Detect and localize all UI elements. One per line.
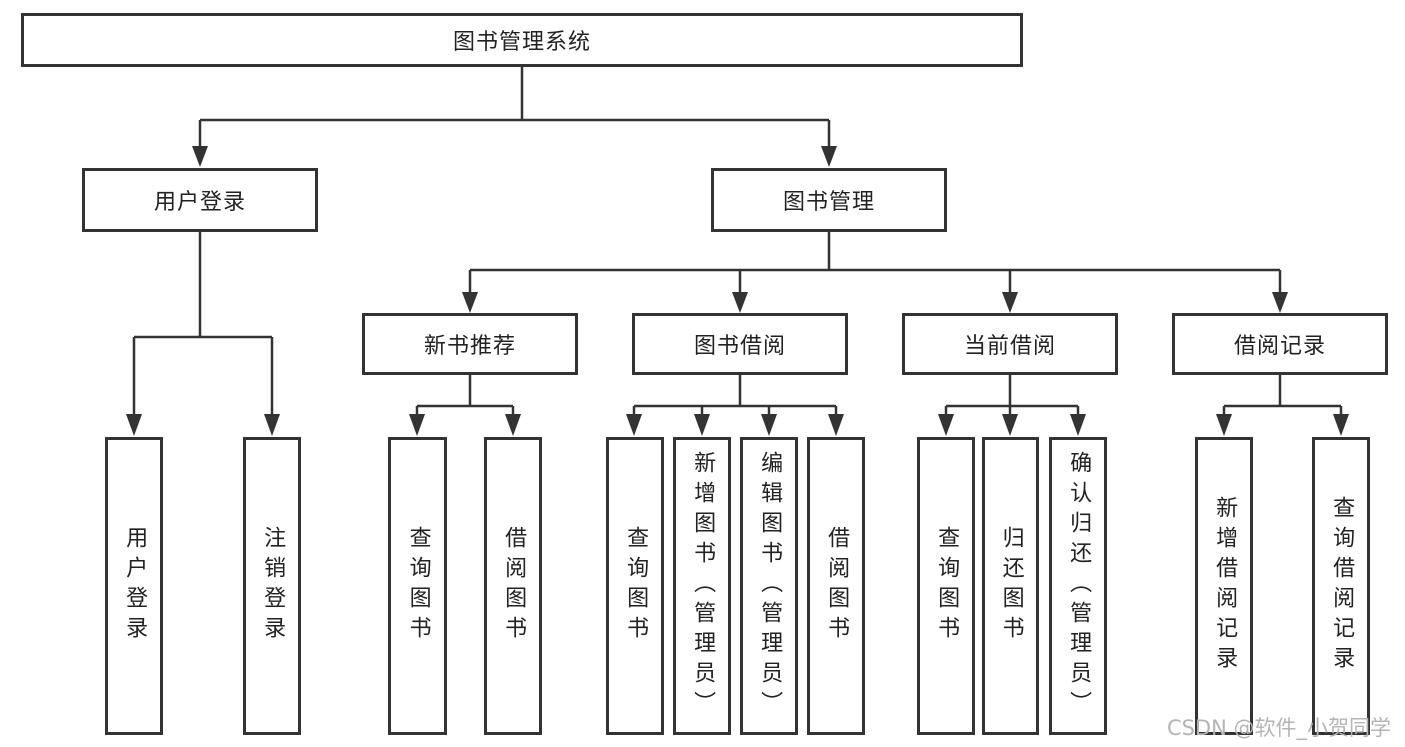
- leaf-label: 查询借阅记录: [1329, 496, 1355, 676]
- bus-line: [1222, 375, 1343, 416]
- node-new-book-recommend: 新书推荐: [362, 313, 578, 375]
- node-root-system: 图书管理系统: [21, 13, 1023, 67]
- leaf-br-query-record: 查询借阅记录: [1312, 437, 1370, 735]
- leaf-label: 查询图书: [405, 526, 431, 646]
- arrowhead: [1070, 414, 1086, 436]
- node-current-borrow: 当前借阅: [902, 313, 1118, 375]
- arrowhead: [192, 146, 208, 167]
- bus-line: [468, 232, 1282, 293]
- arrowhead: [1002, 292, 1018, 313]
- arrowhead: [1333, 414, 1349, 436]
- leaf-label: 查询图书: [934, 526, 960, 646]
- leaf-cb-return-books: 归还图书: [982, 437, 1039, 735]
- arrowhead: [821, 146, 837, 167]
- node-borrow-records: 借阅记录: [1172, 313, 1388, 375]
- bus-line: [415, 375, 515, 416]
- arrowhead: [732, 292, 748, 313]
- arrowhead: [264, 414, 280, 436]
- node-book-management: 图书管理: [711, 168, 947, 232]
- leaf-label: 借阅图书: [824, 526, 850, 646]
- leaf-label: 借阅图书: [501, 526, 527, 646]
- connector-borrow-records-children: [1216, 375, 1349, 436]
- arrowhead: [1216, 414, 1232, 436]
- arrowhead: [505, 414, 521, 436]
- connector-root-to-level2: [192, 67, 837, 167]
- leaf-label: 注销登录: [260, 526, 286, 646]
- node-user-login: 用户登录: [82, 168, 318, 232]
- leaf-cb-confirm-return-admin: 确认归还（管理员）: [1049, 437, 1107, 735]
- arrowhead: [409, 414, 425, 436]
- bus-line: [944, 375, 1080, 416]
- leaf-bb-query-books: 查询图书: [606, 437, 664, 735]
- arrowhead: [828, 414, 844, 436]
- connector-current-borrow-children: [938, 375, 1086, 436]
- leaf-bb-edit-books-admin: 编辑图书（管理员）: [740, 437, 798, 735]
- csdn-watermark: CSDN @软件_小贺同学: [1166, 716, 1391, 740]
- connector-new-book-children: [409, 375, 521, 436]
- node-book-borrow: 图书借阅: [632, 313, 848, 375]
- leaf-label: 新增图书（管理员）: [690, 451, 716, 721]
- leaf-nb-query-books: 查询图书: [388, 437, 447, 735]
- leaf-logout: 注销登录: [243, 437, 301, 735]
- leaf-label: 用户登录: [122, 526, 148, 646]
- arrowhead: [694, 414, 710, 436]
- leaf-user-login: 用户登录: [105, 437, 163, 735]
- leaf-label: 确认归还（管理员）: [1066, 451, 1092, 721]
- arrowhead: [126, 414, 142, 436]
- leaf-bb-add-books-admin: 新增图书（管理员）: [673, 437, 731, 735]
- leaf-nb-borrow-books: 借阅图书: [484, 437, 542, 735]
- connector-user-login-children: [126, 232, 280, 436]
- connector-book-borrow-children: [626, 375, 844, 436]
- leaf-cb-query-books: 查询图书: [917, 437, 975, 735]
- bus-line: [198, 67, 831, 148]
- arrowhead: [938, 414, 954, 436]
- arrowhead: [626, 414, 642, 436]
- leaf-bb-borrow-books: 借阅图书: [807, 437, 865, 735]
- bus-line: [132, 232, 274, 416]
- arrowhead: [462, 292, 478, 313]
- arrowhead: [1272, 292, 1288, 313]
- leaf-label: 归还图书: [998, 526, 1024, 646]
- leaf-label: 查询图书: [623, 526, 649, 646]
- arrowhead: [761, 414, 777, 436]
- connector-book-management-children: [462, 232, 1288, 313]
- leaf-label: 新增借阅记录: [1212, 496, 1238, 676]
- arrowhead: [1002, 414, 1018, 436]
- leaf-br-add-record: 新增借阅记录: [1195, 437, 1253, 735]
- bus-line: [632, 375, 838, 416]
- leaf-label: 编辑图书（管理员）: [757, 451, 783, 721]
